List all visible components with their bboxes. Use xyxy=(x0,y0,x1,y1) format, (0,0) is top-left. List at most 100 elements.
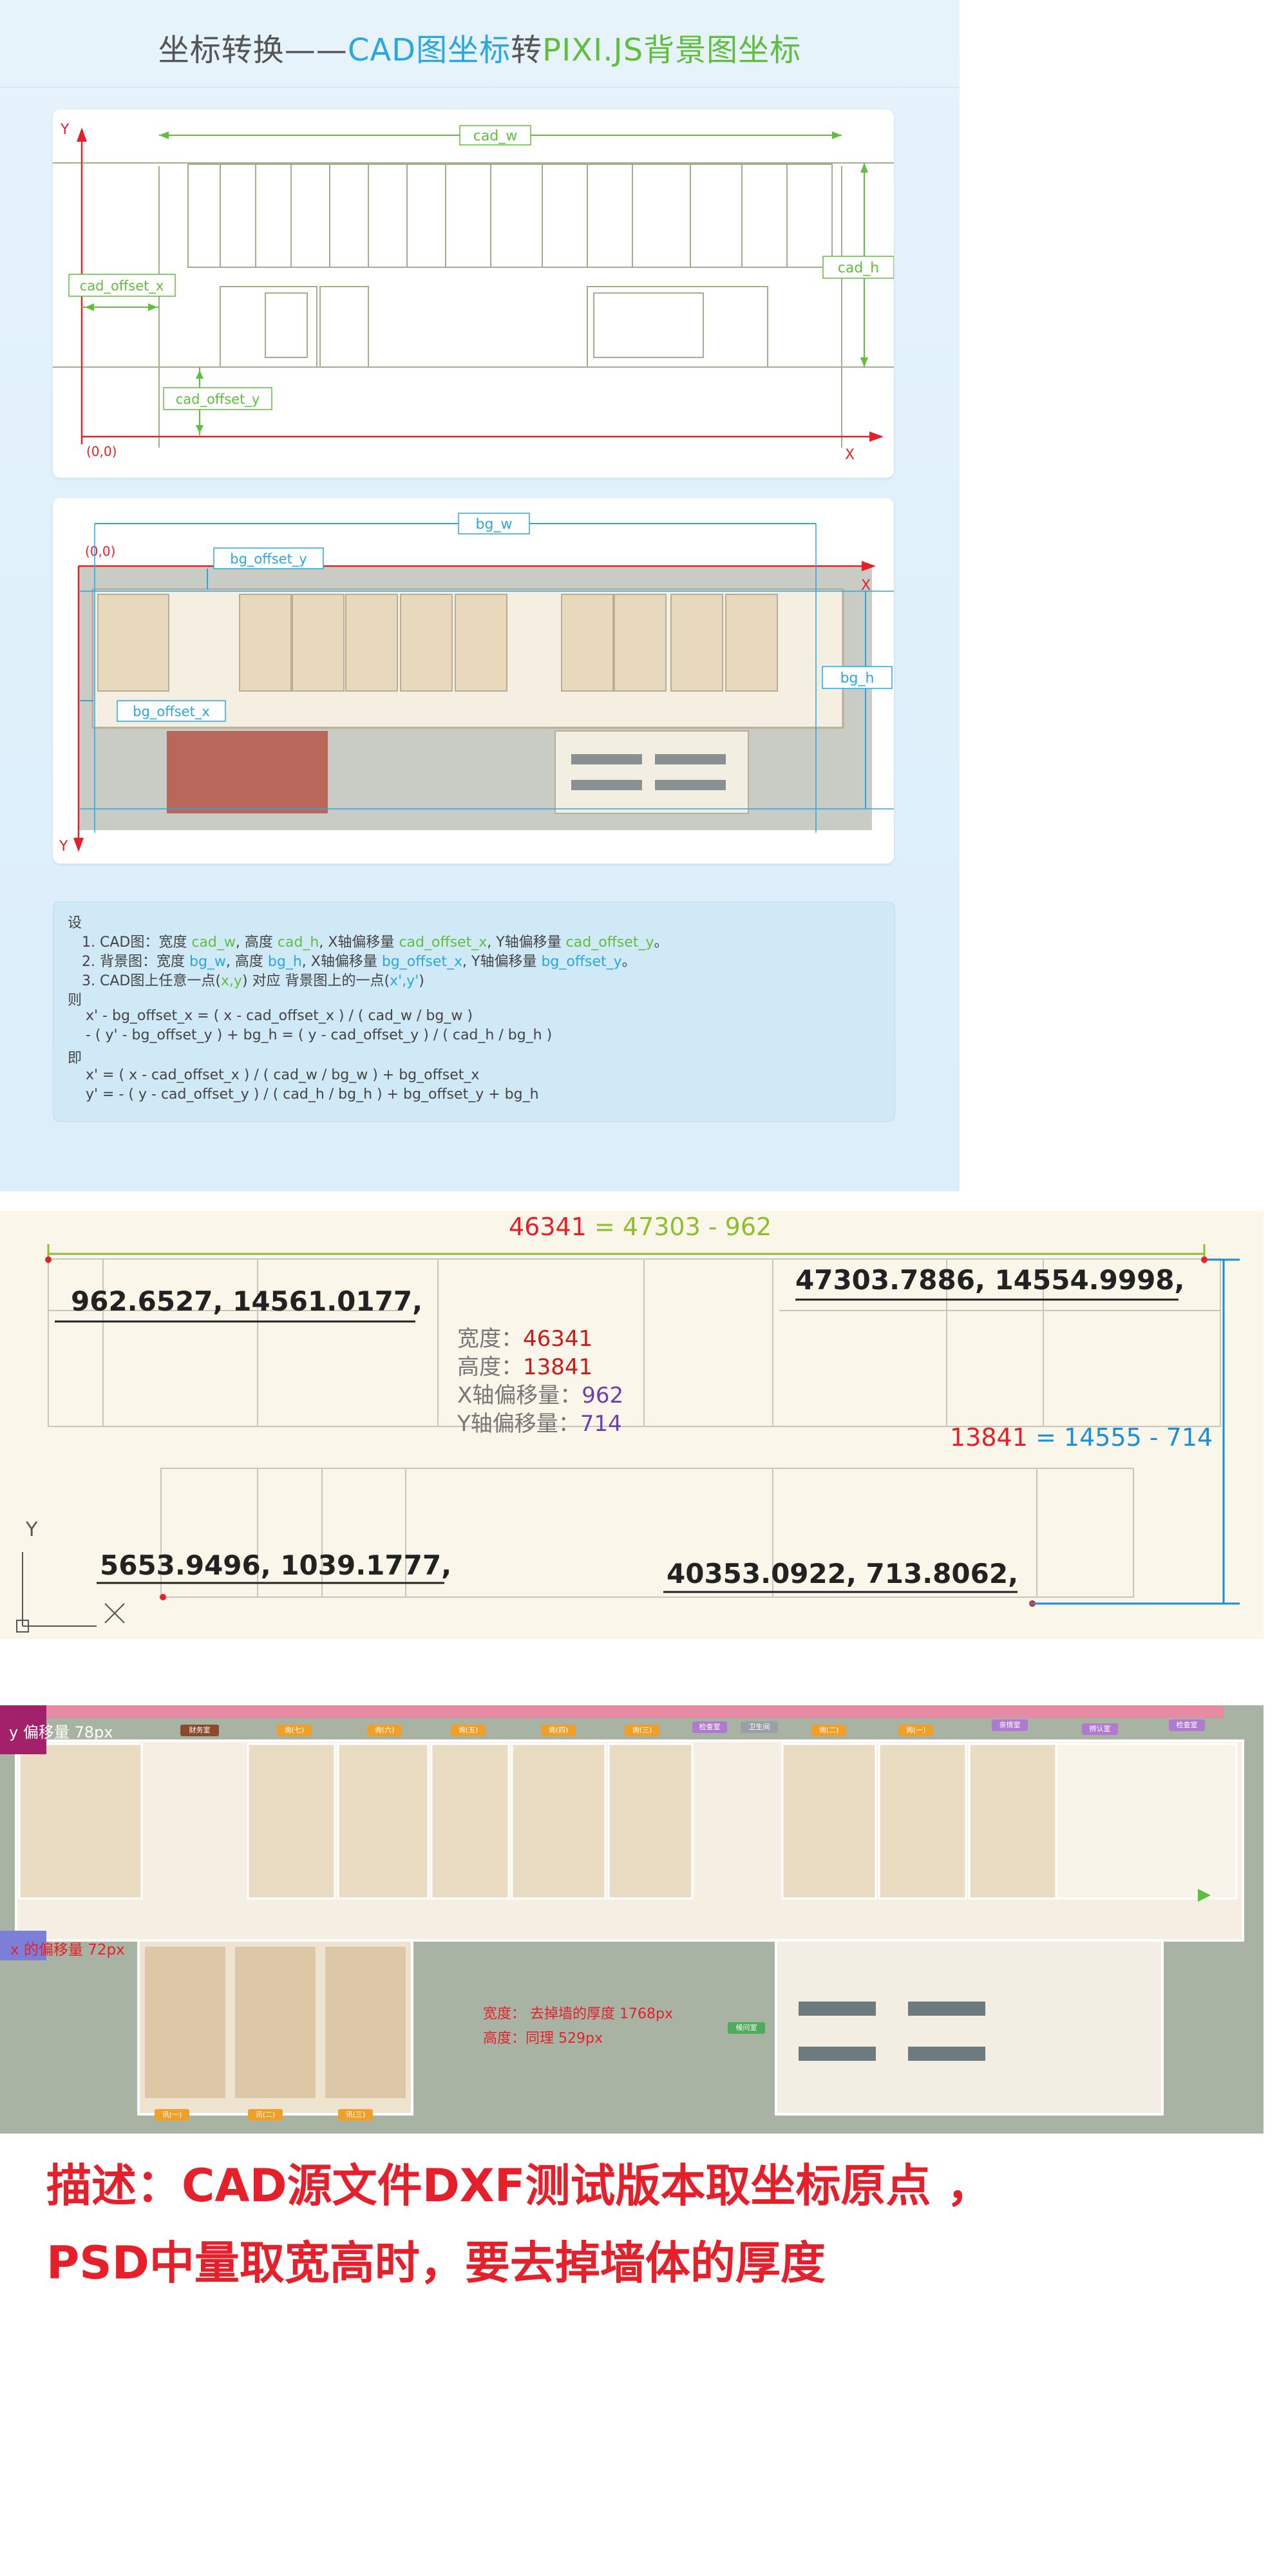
bg-diagram: (0,0) X Y bg_w bg_h bg_offset_y bg_offse… xyxy=(59,513,894,855)
formula-line-1: 1. CAD图：宽度 cad_w, 高度 cad_h, X轴偏移量 cad_of… xyxy=(82,934,668,951)
bg-y-axis-label: Y xyxy=(59,838,68,855)
upper-right-rooms xyxy=(1055,1743,1238,1900)
room-label: 询(二) xyxy=(811,1725,846,1736)
x-offset-info: X轴偏移量：962 xyxy=(457,1383,623,1408)
arrow-left-icon xyxy=(159,131,169,139)
width-equation: 46341 = 47303 - 962 xyxy=(509,1213,772,1241)
bg-h-box xyxy=(822,666,893,689)
cad-offset-x-box xyxy=(68,274,176,297)
room-label: 检查室 xyxy=(692,1721,727,1733)
room-label: 询(一) xyxy=(898,1725,933,1736)
height-info: 高度：13841 xyxy=(457,1354,592,1380)
exit-arrow-icon xyxy=(1198,1889,1211,1902)
bg-h-label: bg_h xyxy=(840,670,875,687)
right-arrow-icon xyxy=(862,561,876,571)
cad-w-label: cad_w xyxy=(473,128,518,144)
description-line-1: 描述：CAD源文件DXF测试版本取坐标原点 ， xyxy=(46,2159,992,2212)
cad-floorplan xyxy=(53,162,894,448)
formula-box: 设 1. CAD图：宽度 cad_w, 高度 cad_h, X轴偏移量 cad_… xyxy=(53,902,895,1122)
cad-diagram: Y X (0,0) cad_w cad_h cad_offset_x xyxy=(53,122,895,463)
room-label: 讯(一) xyxy=(155,2109,189,2121)
corner-point-tl xyxy=(45,1256,52,1263)
corner-point-bl xyxy=(160,1594,166,1600)
arrow-down-icon xyxy=(196,425,204,433)
title-divider xyxy=(0,87,960,88)
bg-image-rooms xyxy=(97,594,778,692)
bg-origin-label: (0,0) xyxy=(85,544,115,559)
arrow-down-icon xyxy=(860,357,868,367)
cad-diagram-card: Y X (0,0) cad_w cad_h cad_offset_x xyxy=(53,109,895,478)
coord-top-right: 47303.7886, 14554.9998, xyxy=(795,1264,1184,1296)
y-offset-label: y 偏移量 78px xyxy=(9,1723,113,1741)
cad-h-label: cad_h xyxy=(838,260,880,276)
room-label: 讯(二) xyxy=(248,2109,283,2121)
y-arrow-icon xyxy=(77,128,87,142)
bg-waiting-room xyxy=(554,730,749,814)
y-offset-tag: y 偏移量 78px xyxy=(0,1705,116,1754)
bg-offset-y-box xyxy=(213,547,324,569)
arrow-up-icon xyxy=(860,163,868,173)
formula-result-x: x' = ( x - cad_offset_x ) / ( cad_w / bg… xyxy=(86,1067,480,1083)
room-label: 询(四) xyxy=(541,1725,576,1736)
coord-bottom-right: 40353.0922, 713.8062, xyxy=(667,1558,1018,1589)
bg-guides xyxy=(79,524,894,833)
coord-bottom-left: 5653.9496, 1039.1777, xyxy=(100,1549,451,1581)
cad-measurement-drawing: 46341 = 47303 - 962 13841 = 14555 - 714 … xyxy=(16,1213,1240,1633)
conversion-panel: 坐标转换——CAD图坐标转PIXI.JS背景图坐标 xyxy=(0,0,960,1191)
x-axis-label: X xyxy=(845,447,855,463)
cad-w-box xyxy=(459,125,531,146)
arrow-right-icon xyxy=(148,303,157,311)
waiting-room xyxy=(775,1939,1164,2116)
bg-room-red xyxy=(167,731,328,813)
y-axis-label: Y xyxy=(60,122,70,138)
bg-diagram-card: (0,0) X Y bg_w bg_h bg_offset_y bg_offse… xyxy=(53,498,894,864)
x-offset-label: x 的偏移量 72px xyxy=(10,1942,125,1958)
room-label: 讯(三) xyxy=(338,2109,373,2121)
y-offset-info: Y轴偏移量：714 xyxy=(457,1411,622,1437)
arrow-up-icon xyxy=(196,370,204,379)
formula-eq-y: - ( y' - bg_offset_y ) + bg_h = ( y - ca… xyxy=(86,1027,553,1043)
cad-measurement-floorplan xyxy=(48,1258,1221,1598)
formula-then: 则 xyxy=(68,992,82,1009)
room-label: 亲情室 xyxy=(992,1719,1028,1731)
bg-x-axis-label: X xyxy=(861,578,871,594)
ucs-axis-icon xyxy=(16,1552,125,1633)
corner-point-tr xyxy=(1201,1256,1208,1263)
x-offset-tag xyxy=(0,1931,46,1960)
arrow-right-icon xyxy=(832,131,842,139)
x-arrow-icon xyxy=(869,431,884,442)
formula-eq-x: x' - bg_offset_x = ( x - cad_offset_x ) … xyxy=(86,1008,473,1024)
cad-offset-x-label: cad_offset_x xyxy=(80,278,164,294)
room-label: 询(五) xyxy=(451,1725,486,1736)
width-note: 宽度： 去掉墙的厚度 1768px xyxy=(483,2006,673,2022)
room-label: 财务室 xyxy=(180,1725,219,1736)
description-line-2: PSD中量取宽高时，要去掉墙体的厚度 xyxy=(46,2237,826,2289)
cad-offset-y-box xyxy=(163,387,272,410)
bg-offset-x-label: bg_offset_x xyxy=(133,704,210,720)
bg-w-label: bg_w xyxy=(476,516,513,533)
formula-set: 设 xyxy=(68,915,82,931)
bg-benches xyxy=(571,754,726,790)
height-note: 高度：同理 529px xyxy=(483,2031,603,2047)
formula-line-2: 2. 背景图：宽度 bg_w, 高度 bg_h, X轴偏移量 bg_offset… xyxy=(82,954,636,970)
formula-line-3: 3. CAD图上任意一点(x,y) 对应 背景图上的一点(x',y') xyxy=(82,973,424,989)
width-info: 宽度：46341 xyxy=(457,1326,592,1352)
height-equation: 13841 = 14555 - 714 xyxy=(950,1423,1213,1452)
ucs-y-label: Y xyxy=(25,1519,38,1541)
room-label: 卫生间 xyxy=(741,1721,778,1733)
bg-offset-x-box xyxy=(117,700,226,722)
formula-result-y: y' = - ( y - cad_offset_y ) / ( cad_h / … xyxy=(86,1086,539,1103)
bg-offset-y-label: bg_offset_y xyxy=(230,551,307,567)
room-label: 询(六) xyxy=(367,1725,402,1736)
waiting-benches xyxy=(799,2002,985,2061)
cad-measurement-panel: 46341 = 47303 - 962 13841 = 14555 - 714 … xyxy=(0,1211,1264,1639)
floorplan-render-panel: 宽度： 去掉墙的厚度 1768px 高度：同理 529px y 偏移量 78px… xyxy=(0,1705,1264,2134)
arrow-left-icon xyxy=(85,303,94,311)
top-pink-bar xyxy=(0,1705,1224,1718)
room-label: 候问室 xyxy=(728,2022,765,2034)
bg-w-box xyxy=(458,513,530,535)
origin-label: (0,0) xyxy=(86,444,117,459)
upper-rooms xyxy=(18,1743,1057,1900)
room-label: 辨认室 xyxy=(1082,1723,1118,1735)
coord-top-left: 962.6527, 14561.0177, xyxy=(71,1285,422,1317)
